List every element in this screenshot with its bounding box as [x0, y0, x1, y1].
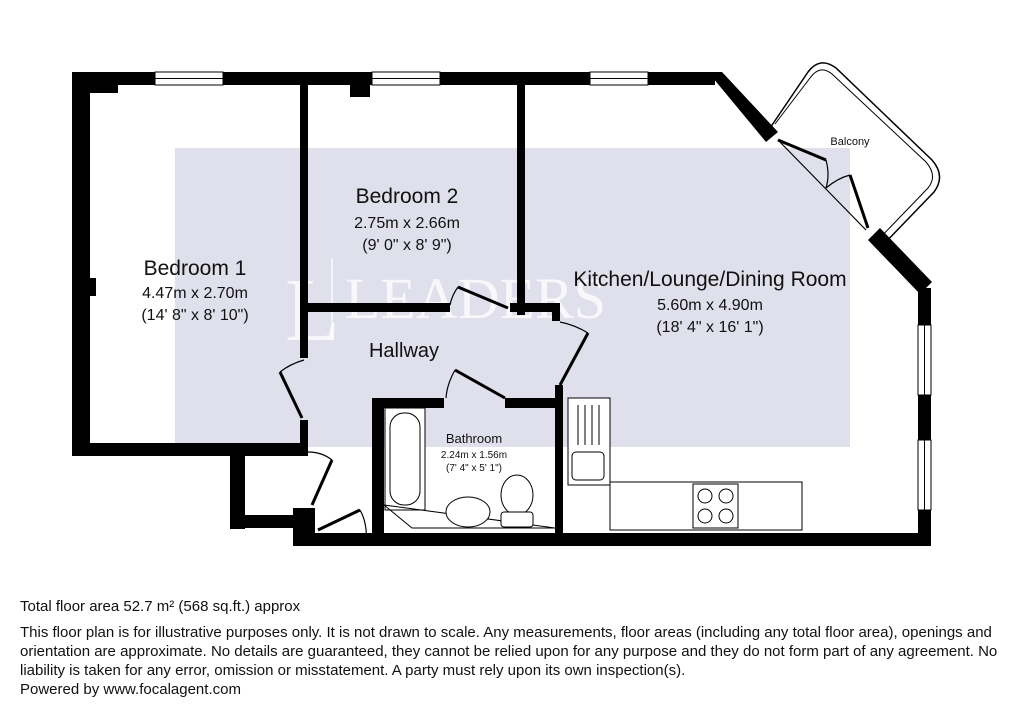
bedroom2-name: Bedroom 2 — [356, 185, 459, 208]
bedroom1-imperial: (14' 8" x 8' 10") — [141, 307, 248, 324]
total-floor-area: Total floor area 52.7 m² (568 sq.ft.) ap… — [20, 598, 301, 615]
bathroom-name: Bathroom — [446, 431, 502, 446]
toilet — [500, 474, 534, 516]
balcony-outline — [769, 62, 941, 249]
watermark-brand: LEADERS — [345, 266, 606, 331]
kitchen-metric: 5.60m x 4.90m — [657, 297, 763, 314]
basin — [445, 496, 491, 528]
bedroom2-metric: 2.75m x 2.66m — [354, 215, 460, 232]
floor-plan: L LEADERS — [72, 62, 941, 546]
doors — [278, 138, 870, 546]
bedroom1-metric: 4.47m x 2.70m — [142, 285, 248, 302]
kitchen-imperial: (18' 4" x 16' 1") — [656, 319, 763, 336]
fixtures — [382, 397, 803, 531]
windows — [154, 71, 932, 511]
hob — [692, 483, 739, 529]
watermark-background — [175, 148, 850, 447]
bathroom-imperial: (7' 4" x 5' 1") — [446, 463, 502, 474]
powered-by: Powered by www.focalagent.com — [20, 681, 241, 698]
kitchen-name: Kitchen/Lounge/Dining Room — [573, 268, 846, 291]
room-labels: Bedroom 1 4.47m x 2.70m (14' 8" x 8' 10"… — [141, 136, 870, 474]
bedroom1-name: Bedroom 1 — [144, 257, 247, 280]
bedroom2-imperial: (9' 0" x 8' 9") — [362, 237, 452, 254]
bathroom-metric: 2.24m x 1.56m — [441, 450, 507, 461]
disclaimer: This floor plan is for illustrative purp… — [20, 624, 998, 679]
hallway-name: Hallway — [369, 340, 439, 362]
balcony-name: Balcony — [830, 136, 870, 148]
